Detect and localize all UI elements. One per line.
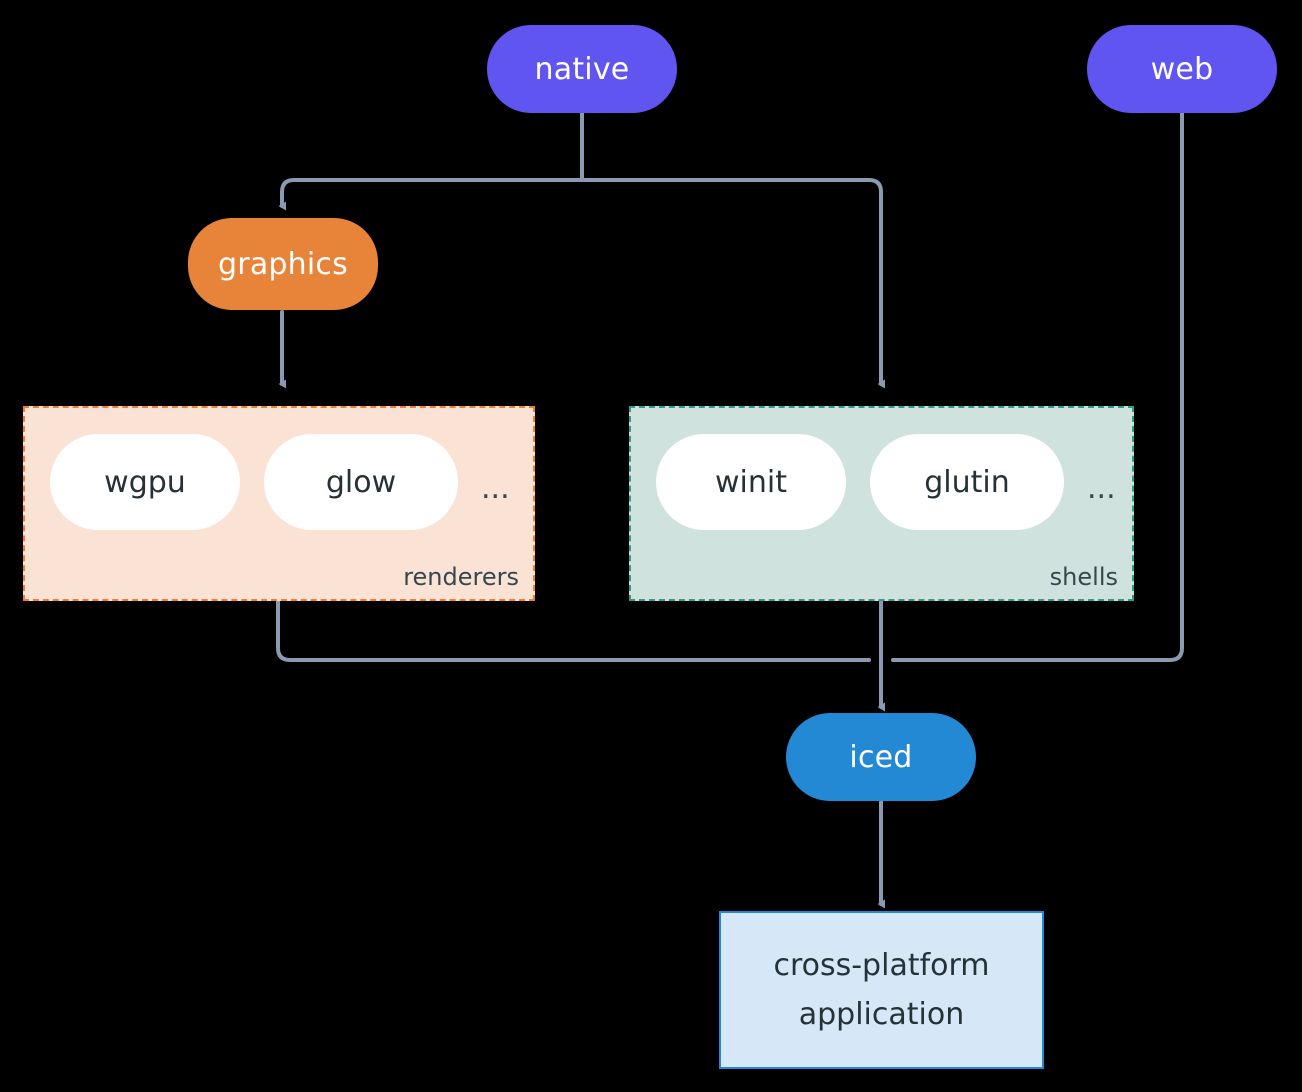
cluster-shells-label: shells [1049,563,1118,591]
chip-winit-label: winit [715,464,787,500]
cluster-renderers-label: renderers [403,563,519,591]
renderers-overflow-ellipsis: ... [481,471,510,506]
edge-native-to-graphics [278,178,584,211]
node-iced[interactable]: iced [786,713,976,801]
node-application[interactable]: cross-platform application [719,911,1044,1069]
chip-wgpu[interactable]: wgpu [50,434,240,530]
edge-renderers-to-iced [276,599,871,662]
node-native[interactable]: native [487,25,677,113]
node-web-label: web [1150,51,1214,87]
node-application-label-line1: cross-platform [773,947,990,983]
cluster-shells: winit glutin ... shells [629,406,1134,601]
node-application-label-line2: application [798,997,965,1032]
edge-native-to-shells [580,178,885,389]
chip-glutin[interactable]: glutin [870,434,1064,530]
node-native-label: native [534,51,630,87]
node-graphics[interactable]: graphics [188,218,378,310]
node-iced-label: iced [849,739,913,775]
shells-overflow-ellipsis: ... [1087,471,1116,506]
cluster-renderers: wgpu glow ... renderers [23,406,535,601]
node-web[interactable]: web [1087,25,1277,113]
chip-glow-label: glow [325,464,397,500]
edge-web-to-iced [891,110,1184,662]
chip-winit[interactable]: winit [656,434,846,530]
chip-glutin-label: glutin [924,464,1010,500]
chip-wgpu-label: wgpu [104,464,186,500]
node-graphics-label: graphics [218,246,348,282]
chip-glow[interactable]: glow [264,434,458,530]
